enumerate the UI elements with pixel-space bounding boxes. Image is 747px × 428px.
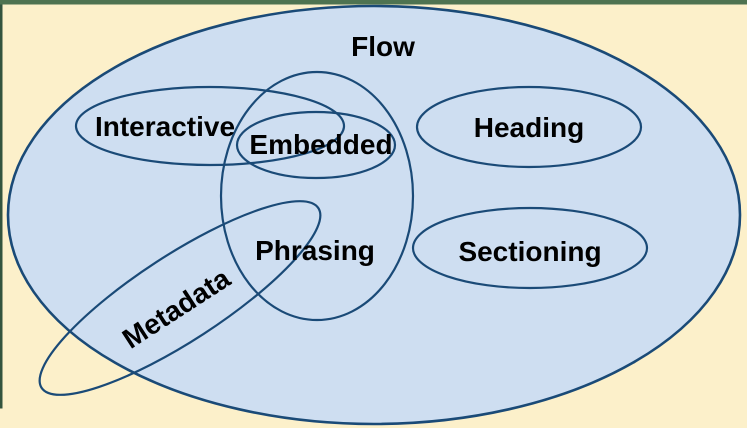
phrasing-ellipse bbox=[219, 70, 415, 322]
heading-ellipse bbox=[415, 85, 643, 169]
interactive-label: Interactive bbox=[95, 111, 235, 142]
flow-ellipse bbox=[6, 4, 742, 426]
flow-label: Flow bbox=[351, 31, 415, 62]
heading-label: Heading bbox=[474, 112, 584, 143]
left-border bbox=[0, 4, 3, 409]
sectioning-label: Sectioning bbox=[458, 236, 601, 267]
embedded-label: Embedded bbox=[249, 129, 392, 160]
phrasing-label: Phrasing bbox=[255, 235, 375, 266]
interactive-ellipse bbox=[74, 85, 346, 167]
embedded-ellipse bbox=[235, 110, 397, 180]
sectioning-ellipse bbox=[411, 206, 649, 290]
top-border bbox=[0, 0, 747, 5]
metadata-ellipse bbox=[38, 200, 322, 396]
